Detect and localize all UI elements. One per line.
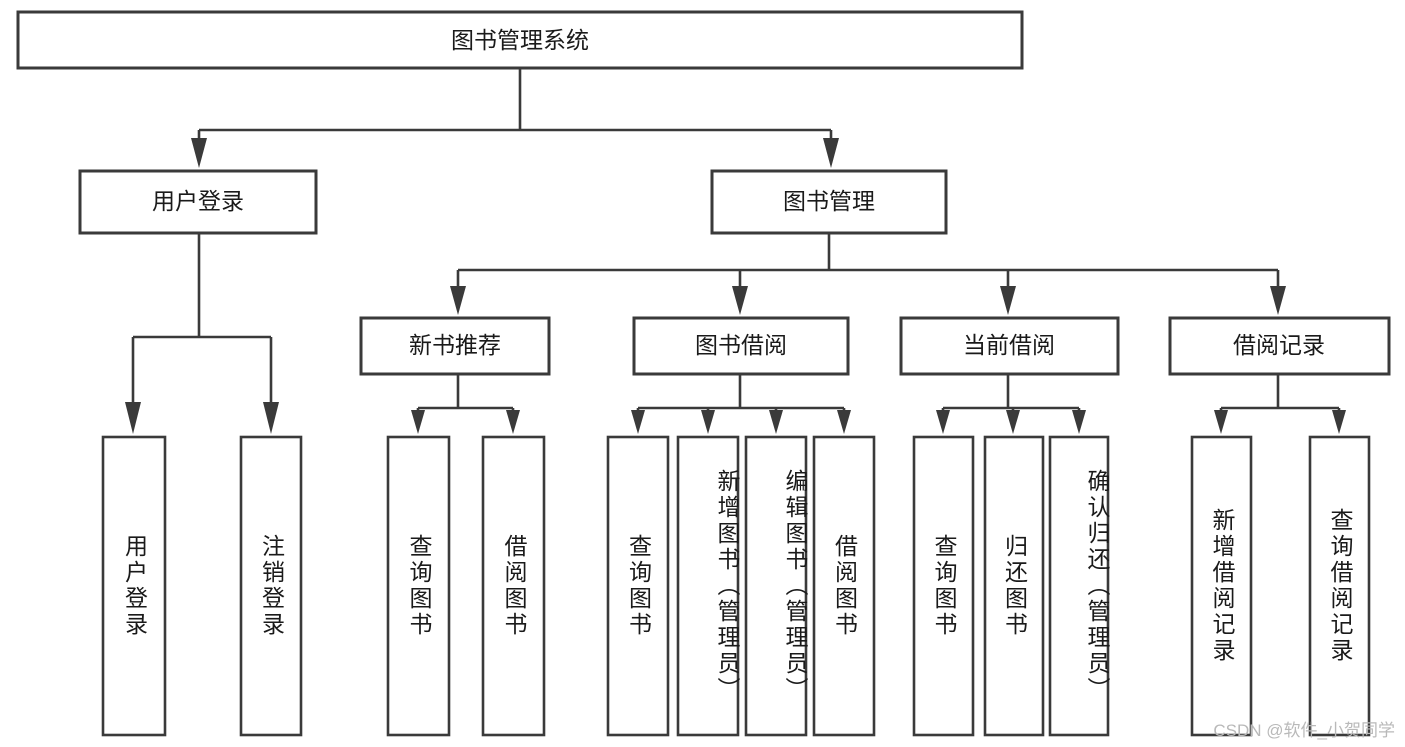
node-root-label: 图书管理系统 (451, 27, 589, 53)
leaf-box-query-book-1[interactable] (386, 435, 451, 737)
leaf-box-add-book-admin[interactable] (676, 435, 740, 737)
node-borrow-record-box[interactable] (1168, 316, 1391, 376)
leaf-box-add-borrow-record[interactable] (1190, 435, 1253, 737)
node-current-borrow-label: 当前借阅 (963, 332, 1055, 358)
arrow-leaf-confirm-return-admin (1072, 410, 1086, 434)
leaf-box-query-book-3[interactable] (912, 435, 975, 737)
arrow-user-login (191, 138, 207, 168)
node-borrow-record-label: 借阅记录 (1233, 332, 1325, 358)
node-user-login-box[interactable] (78, 169, 318, 235)
leaf-box-confirm-return-admin[interactable] (1048, 435, 1110, 737)
node-book-manage-label: 图书管理 (783, 188, 875, 214)
node-root-box[interactable] (16, 10, 1024, 70)
node-current-borrow[interactable]: 当前借阅 (899, 316, 1120, 376)
leaf-box-query-book-2[interactable] (606, 435, 670, 737)
arrow-current-borrow (1000, 286, 1016, 315)
leaf-box-user-login[interactable] (101, 435, 167, 737)
leaf-box-borrow-book-1[interactable] (481, 435, 546, 737)
node-borrow-record[interactable]: 借阅记录 (1168, 316, 1391, 376)
node-user-login-label: 用户登录 (152, 188, 244, 214)
arrow-leaf-query-borrow-record (1332, 410, 1346, 434)
edges-layer (125, 68, 1346, 434)
node-book-manage-box[interactable] (710, 169, 948, 235)
node-book-borrow-box[interactable] (632, 316, 850, 376)
node-new-book-recommend-box[interactable] (359, 316, 551, 376)
csdn-watermark: CSDN @软件_小贺同学 (1213, 721, 1395, 740)
leaf-box-edit-book-admin[interactable] (744, 435, 808, 737)
node-book-borrow-label: 图书借阅 (695, 332, 787, 358)
node-root[interactable]: 图书管理系统 (16, 10, 1024, 70)
leaf-box-borrow-book-2[interactable] (812, 435, 876, 737)
arrow-book-borrow (732, 286, 748, 315)
node-new-book-recommend[interactable]: 新书推荐 (359, 316, 551, 376)
arrow-leaf-user-logout (263, 402, 279, 434)
arrow-leaf-query-book-2 (631, 410, 645, 434)
leaf-box-return-book[interactable] (983, 435, 1045, 737)
arrow-leaf-borrow-book-2 (837, 410, 851, 434)
node-user-login[interactable]: 用户登录 (78, 169, 318, 235)
arrow-new-book-recommend (450, 286, 466, 315)
arrow-leaf-return-book (1006, 410, 1020, 434)
arrow-leaf-edit-book-admin (769, 410, 783, 434)
node-current-borrow-box[interactable] (899, 316, 1120, 376)
arrow-leaf-query-book-1 (411, 410, 425, 434)
node-book-borrow[interactable]: 图书借阅 (632, 316, 850, 376)
arrow-book-manage (823, 138, 839, 168)
leaf-box-query-borrow-record[interactable] (1308, 435, 1371, 737)
node-new-book-recommend-label: 新书推荐 (409, 332, 501, 358)
arrow-borrow-record (1270, 286, 1286, 315)
leaf-box-user-logout[interactable] (239, 435, 303, 737)
leaf-boxes-layer (101, 435, 1371, 737)
node-book-manage[interactable]: 图书管理 (710, 169, 948, 235)
arrow-leaf-add-borrow-record (1214, 410, 1228, 434)
arrow-leaf-user-login (125, 402, 141, 434)
arrow-leaf-query-book-3 (936, 410, 950, 434)
arrow-leaf-add-book-admin (701, 410, 715, 434)
arrow-leaf-borrow-book-1 (506, 410, 520, 434)
